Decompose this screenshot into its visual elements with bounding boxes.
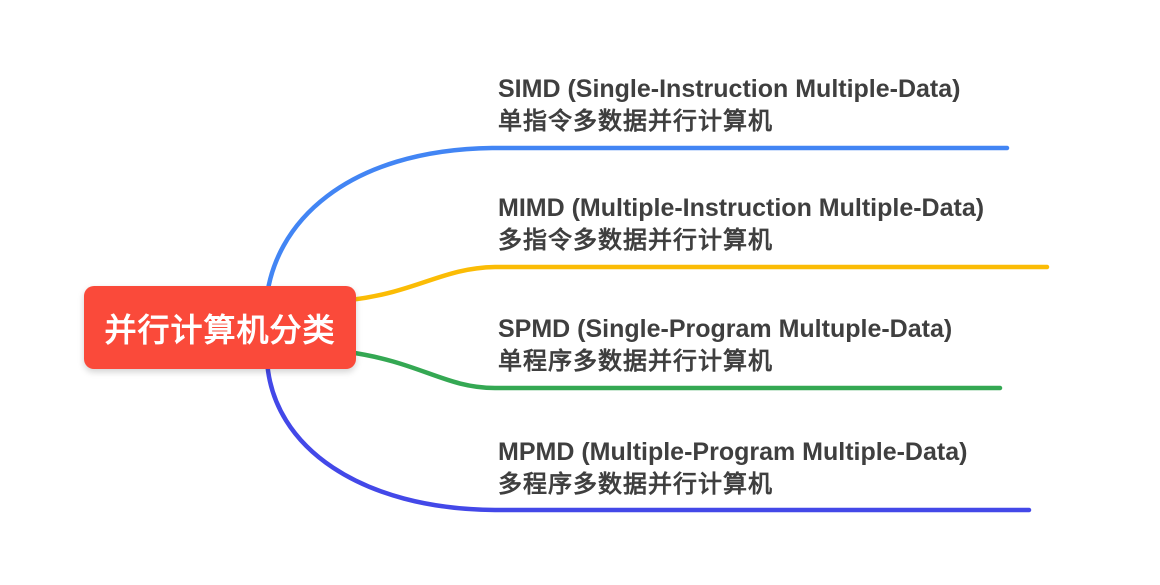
branch-title: MPMD (Multiple-Program Multiple-Data) xyxy=(498,438,968,466)
root-node[interactable]: 并行计算机分类 xyxy=(84,286,356,369)
root-node-label: 并行计算机分类 xyxy=(104,311,336,348)
branch-title: SPMD (Single-Program Multuple-Data) xyxy=(498,315,953,343)
branch-subtitle: 单指令多数据并行计算机 xyxy=(498,108,773,135)
branch-node-spmd[interactable]: SPMD (Single-Program Multuple-Data) 单程序多… xyxy=(498,314,952,378)
branch-title: MIMD (Multiple-Instruction Multiple-Data… xyxy=(498,194,985,222)
branch-mpmd-connector xyxy=(264,357,1032,513)
branch-node-mimd[interactable]: MIMD (Multiple-Instruction Multiple-Data… xyxy=(498,193,984,257)
branch-node-mpmd[interactable]: MPMD (Multiple-Program Multiple-Data) 多程… xyxy=(498,437,967,501)
branch-mimd-connector xyxy=(347,264,1050,303)
branch-simd-connector xyxy=(263,145,1010,308)
branch-subtitle: 单程序多数据并行计算机 xyxy=(498,348,773,375)
branch-title: SIMD (Single-Instruction Multiple-Data) xyxy=(498,75,961,103)
branch-subtitle: 多指令多数据并行计算机 xyxy=(498,227,773,254)
branch-node-simd[interactable]: SIMD (Single-Instruction Multiple-Data) … xyxy=(498,74,961,138)
branch-spmd-connector xyxy=(345,349,1003,391)
branch-subtitle: 多程序多数据并行计算机 xyxy=(498,471,773,498)
